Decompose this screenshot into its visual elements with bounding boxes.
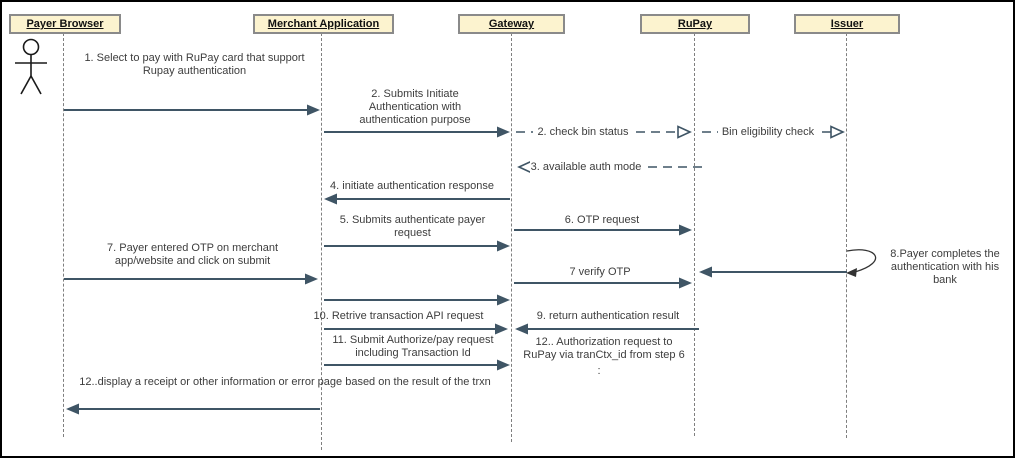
msg-10-retrive-transaction-arrow	[324, 323, 508, 335]
msg-7-verify-otp-label: 7 verify OTP	[569, 266, 631, 278]
lifeline-gateway	[511, 33, 512, 442]
msg-5-submits-authenticate-payer-label: 5. Submits authenticate payer request	[339, 214, 486, 239]
msg-12-display-receipt-arrow	[66, 403, 320, 415]
msg-7-payer-entered-otp-arrow	[64, 273, 318, 285]
participant-payer-browser: Payer Browser	[9, 14, 121, 34]
msg-6-otp-request-label: 6. OTP request	[564, 214, 640, 226]
msg-10-retrive-transaction-label: 10. Retrive transaction API request	[313, 310, 484, 322]
msg-2-submits-initiate-auth-label: 2. Submits Initiate Authentication with …	[359, 88, 471, 126]
stray-colon-mark-label: :	[597, 365, 601, 377]
msg-11-submit-authorize-pay-arrow	[324, 359, 510, 371]
msg-8-issuer-auth-response-arrow	[699, 266, 847, 278]
msg-4-initiate-auth-response-arrow	[324, 193, 510, 205]
msg-7-payer-entered-otp-label: 7. Payer entered OTP on merchant app/web…	[107, 242, 278, 267]
lifeline-rupay	[694, 33, 695, 436]
participant-rupay-label: RuPay	[677, 18, 713, 30]
msg-12-display-receipt-label: 12..display a receipt or other informati…	[79, 376, 491, 388]
lifeline-payer-browser	[63, 33, 64, 437]
msg-1-select-to-pay-label: 1. Select to pay with RuPay card that su…	[84, 52, 305, 77]
payer-actor-icon	[15, 38, 47, 95]
msg-8-payer-completes-auth-label: 8.Payer completes the authentication wit…	[890, 248, 1000, 286]
msg-4-initiate-auth-response-label: 4. initiate authentication response	[330, 180, 494, 192]
msg-2-submits-initiate-auth-arrow	[324, 126, 510, 138]
participant-merchant-application: Merchant Application	[253, 14, 394, 34]
msg-1-select-to-pay-arrow	[64, 104, 320, 116]
msg-9-return-auth-result-arrow	[515, 323, 699, 335]
msg-11-submit-authorize-pay-label: 11. Submit Authorize/pay request includi…	[332, 334, 494, 359]
participant-payer-browser-label: Payer Browser	[26, 18, 104, 30]
msg-6-otp-request-arrow	[514, 224, 692, 236]
msg-submit-otp-to-gateway-arrow	[324, 294, 510, 306]
msg-2-check-bin-status-label: 2. check bin status	[533, 125, 633, 139]
participant-merchant-application-label: Merchant Application	[267, 18, 380, 30]
msg-5-submits-authenticate-payer-arrow	[324, 240, 510, 252]
msg-bin-eligibility-check-label: Bin eligibility check	[718, 125, 818, 139]
msg-8-payer-completes-auth-loop-arrow	[846, 249, 877, 277]
lifeline-merchant-application	[321, 33, 322, 450]
participant-gateway: Gateway	[458, 14, 565, 34]
participant-rupay: RuPay	[640, 14, 750, 34]
msg-9-return-auth-result-label: 9. return authentication result	[536, 310, 680, 322]
participant-issuer-label: Issuer	[830, 18, 864, 30]
msg-12-authorization-request-label: 12.. Authorization request to RuPay via …	[523, 336, 685, 361]
participant-gateway-label: Gateway	[488, 18, 535, 30]
msg-3-available-auth-mode-label: 3. available auth mode	[530, 160, 642, 174]
msg-7-verify-otp-arrow	[514, 277, 692, 289]
participant-issuer: Issuer	[794, 14, 900, 34]
lifeline-issuer	[846, 33, 847, 438]
